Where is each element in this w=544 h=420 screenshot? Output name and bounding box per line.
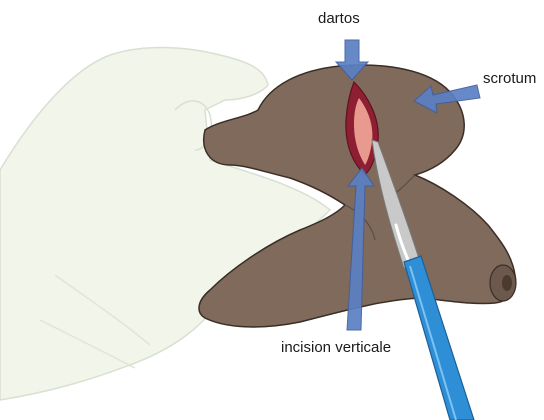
label-incision-verticale: incision verticale xyxy=(281,339,391,357)
tissue-tip-opening xyxy=(502,275,512,291)
label-dartos: dartos xyxy=(318,10,360,28)
label-scrotum: scrotum xyxy=(483,70,536,88)
